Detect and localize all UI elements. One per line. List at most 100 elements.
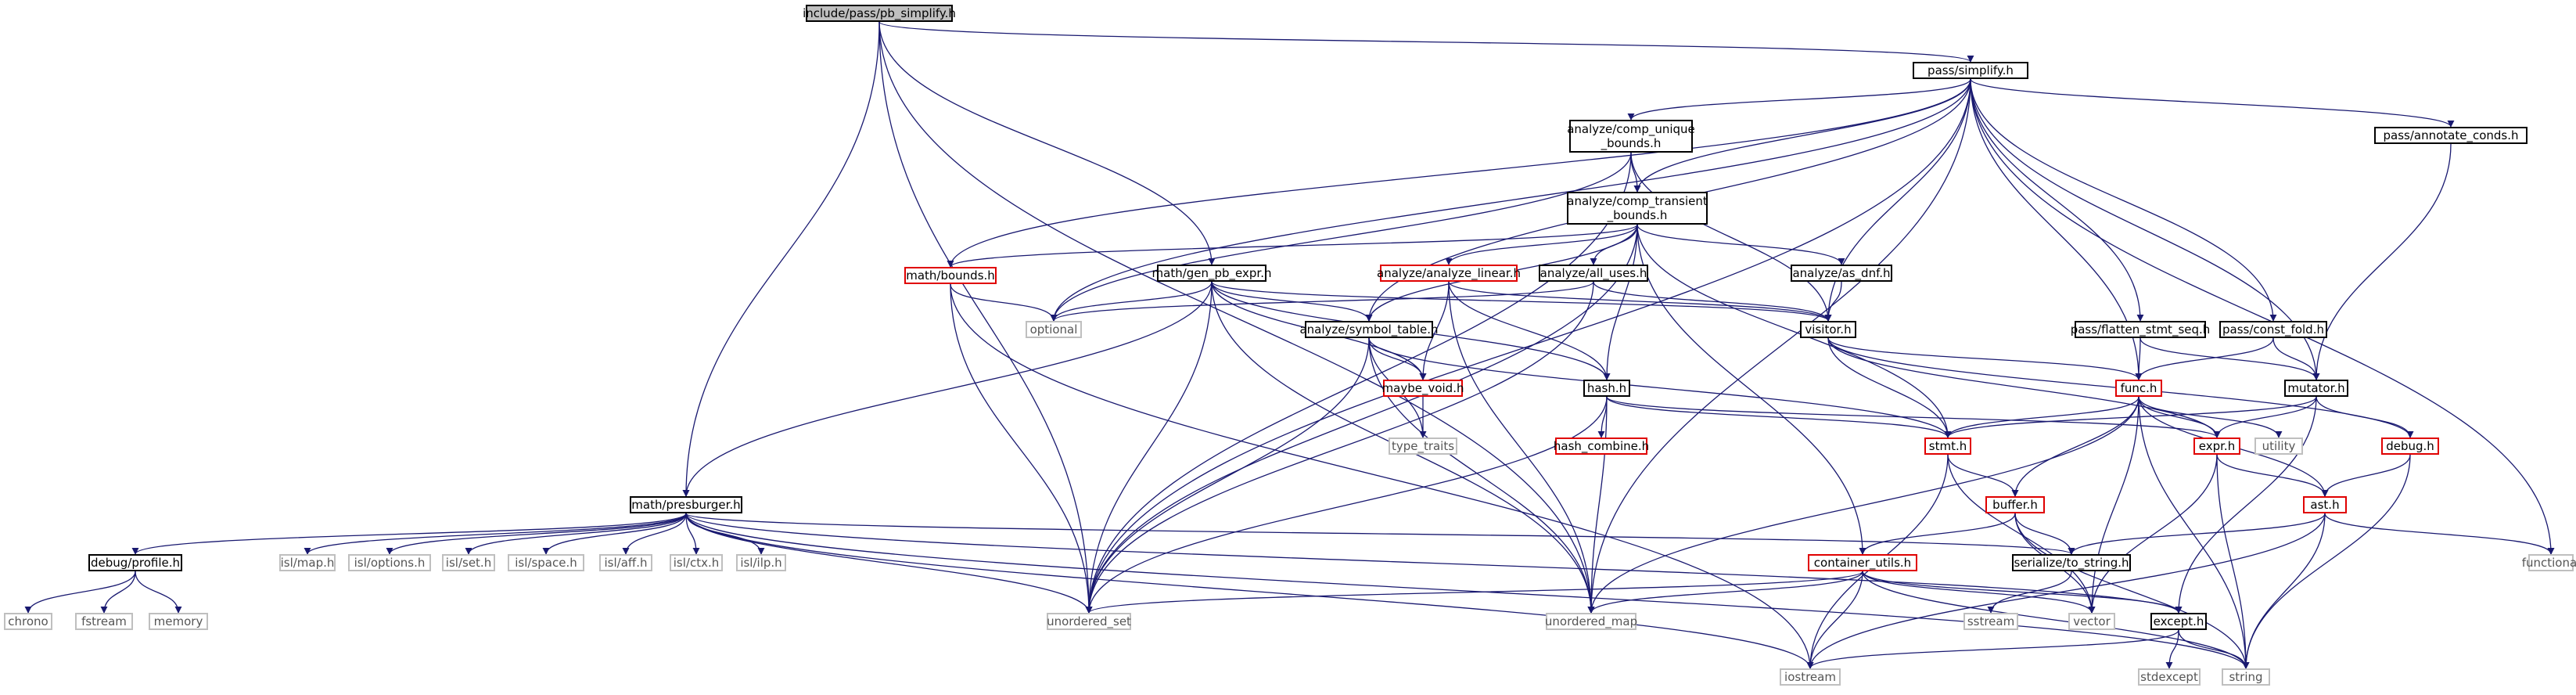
edge-analyze-linear-to-visitor [1448,281,1832,322]
edge-func-to-stmt [1944,396,2139,438]
edge-simplify-to-unordered-set [1085,78,1971,614]
node-ast[interactable]: ast.h [2303,496,2347,513]
edge-comp-unique-to-unordered-set [1085,152,1632,614]
node-to-string[interactable]: serialize/to_string.h [2012,554,2131,571]
edge-func-to-buffer [2011,396,2139,497]
node-isl-set[interactable]: isl/set.h [442,554,495,571]
edge-stmt-to-vector [1947,454,2096,614]
edge-bounds-to-optional [950,283,1058,322]
node-mutator[interactable]: mutator.h [2284,380,2348,397]
node-debug[interactable]: debug.h [2381,438,2439,455]
edge-mutator-to-expr [2213,396,2317,438]
edge-hash-to-expr [1606,396,2221,438]
edge-visitor-to-expr [1827,337,2221,438]
node-stmt[interactable]: stmt.h [1924,438,1971,455]
edge-root-to-gen-pb [878,21,1216,265]
node-string[interactable]: string [2222,668,2270,686]
edge-except-to-string [2178,629,2250,669]
edge-mutator-to-debug [2316,396,2414,438]
node-unordered-set[interactable]: unordered_set [1047,613,1131,630]
edge-container-to-iostream [1806,571,1863,669]
node-analyze-linear[interactable]: analyze/analyze_linear.h [1377,265,1521,282]
node-container[interactable]: container_utils.h [1808,554,1917,571]
node-iostream[interactable]: iostream [1780,668,1841,686]
node-isl-ilp[interactable]: isl/ilp.h [736,554,786,571]
node-expr[interactable]: expr.h [2193,438,2240,455]
node-as-dnf[interactable]: analyze/as_dnf.h [1791,265,1892,282]
edge-symbol-table-to-maybe-void [1368,337,1427,380]
edge-const-fold-to-func [2135,337,2274,380]
node-isl-options[interactable]: isl/options.h [348,554,431,571]
node-except[interactable]: except.h [2150,613,2207,630]
node-gen-pb[interactable]: math/gen_pb_expr.h [1151,265,1272,282]
node-isl-aff[interactable]: isl/aff.h [599,554,652,571]
node-hash-combine[interactable]: hash_combine.h [1553,438,1650,455]
node-sstream[interactable]: sstream [1963,613,2018,630]
node-presburger[interactable]: math/presburger.h [630,496,742,513]
node-simplify[interactable]: pass/simplify.h [1913,62,2028,79]
edge-simplify-to-unordered-map [1587,78,1971,614]
node-func[interactable]: func.h [2115,380,2162,397]
node-symbol-table[interactable]: analyze/symbol_table.h [1299,321,1439,338]
node-unordered-map[interactable]: unordered_map [1544,613,1638,630]
node-visitor[interactable]: visitor.h [1800,321,1856,338]
node-isl-space[interactable]: isl/space.h [508,554,584,571]
node-isl-ctx[interactable]: isl/ctx.h [670,554,723,571]
edge-presburger-to-unordered-set [685,513,1093,614]
edge-presburger-to-iostream [685,513,1814,669]
node-fstream[interactable]: fstream [75,613,133,630]
node-optional[interactable]: optional [1026,321,1082,338]
edge-ast-to-to-string [2068,513,2326,555]
node-buffer[interactable]: buffer.h [1985,496,2045,513]
node-comp-transient[interactable]: analyze/comp_transient _bounds.h [1567,192,1708,225]
node-bounds[interactable]: math/bounds.h [904,267,997,284]
node-memory[interactable]: memory [149,613,208,630]
edge-bounds-to-unordered-set [950,283,1093,614]
node-chrono[interactable]: chrono [4,613,52,630]
edge-presburger-to-isl-map [304,513,687,555]
edge-presburger-to-to-string [685,513,2075,555]
node-profile[interactable]: debug/profile.h [88,554,182,571]
edge-comp-unique-to-visitor [1630,152,1832,322]
node-const-fold[interactable]: pass/const_fold.h [2219,321,2327,338]
node-comp-unique[interactable]: analyze/comp_unique _bounds.h [1567,120,1695,153]
edge-expr-to-vector [2088,454,2218,614]
node-stdexcept[interactable]: stdexcept [2138,668,2201,686]
node-vector[interactable]: vector [2068,613,2115,630]
edge-visitor-to-func [1827,337,2143,380]
edge-presburger-to-profile [131,513,687,555]
edge-gen-pb-to-presburger [682,281,1213,497]
edge-func-to-string [2138,396,2250,669]
node-hash[interactable]: hash.h [1583,380,1630,397]
node-root[interactable]: include/pass/pb_simplify.h [803,5,956,22]
node-maybe-void[interactable]: maybe_void.h [1381,380,1464,397]
edge-as-dnf-to-visitor [1824,281,1842,322]
node-functional[interactable]: functional [2521,554,2576,571]
node-utility[interactable]: utility [2254,438,2303,455]
edge-root-to-simplify [878,21,1974,63]
edge-all-uses-to-unordered-set [1085,281,1594,614]
edge-except-to-iostream [1806,629,2179,669]
node-isl-map[interactable]: isl/map.h [279,554,336,571]
edge-root-to-unordered-map [878,21,1595,614]
edge-profile-to-chrono [24,571,136,614]
node-all-uses[interactable]: analyze/all_uses.h [1539,265,1648,282]
node-annotate[interactable]: pass/annotate_conds.h [2374,127,2527,144]
edge-comp-transient-to-hash [1603,224,1638,380]
edge-root-to-presburger [682,21,880,497]
edge-simplify-to-functional [1970,78,2555,555]
node-flatten[interactable]: pass/flatten_stmt_seq.h [2070,321,2211,338]
edge-gen-pb-to-optional [1050,281,1213,322]
edge-presburger-to-isl-space [542,513,687,555]
edge-debug-to-string [2242,454,2411,669]
edge-func-to-expr [2138,396,2221,438]
edge-visitor-to-stmt [1827,337,1952,438]
edge-simplify-to-annotate [1970,78,2455,128]
node-type-traits[interactable]: type_traits [1389,438,1457,455]
edge-profile-to-fstream [100,571,136,614]
edge-comp-transient-to-bounds [947,224,1638,268]
edge-simplify-to-bounds [947,78,1971,268]
edge-presburger-to-isl-aff [622,513,687,555]
edge-all-uses-to-optional [1050,281,1594,322]
